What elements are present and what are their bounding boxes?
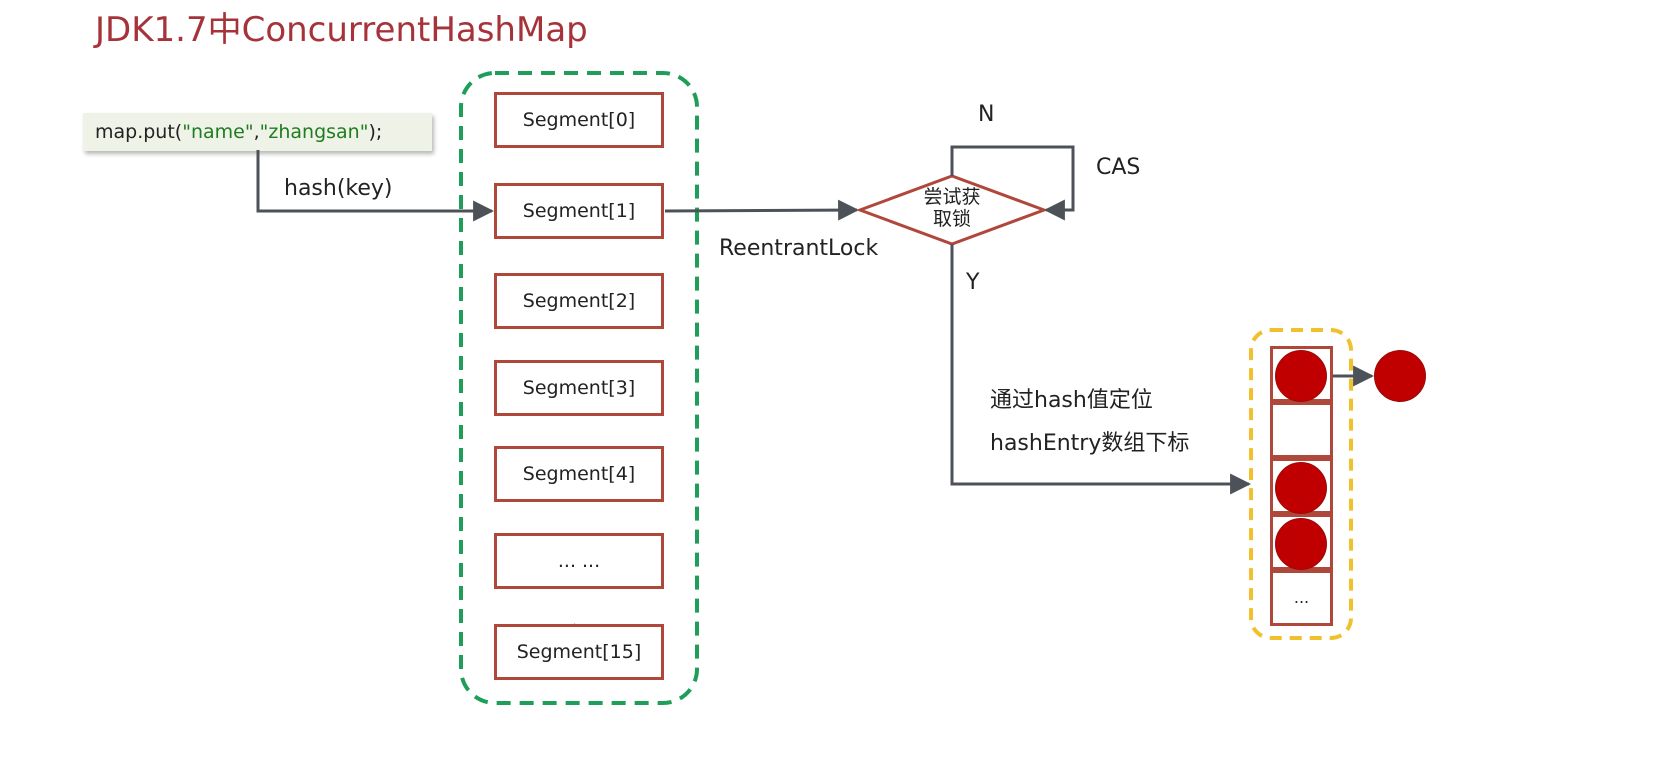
cas-loop-arrow [950,145,1075,221]
hashentry-group-border [1249,328,1353,640]
page-title: JDK1.7中ConcurrentHashMap [95,10,588,50]
locate-label-line2: hashEntry数组下标 [990,431,1190,456]
cas-label: CAS [1096,155,1141,180]
locate-label-line1: 通过hash值定位 [990,388,1153,413]
segment-box-ellipsis: ... ... [494,533,664,589]
hash-arrow [256,150,495,222]
decision-label-line2: 取锁 [932,208,971,230]
hash-key-label: hash(key) [284,176,393,201]
yes-arrow [950,244,1252,495]
segment-box-15: Segment[15] [494,624,664,680]
segment-box-1: Segment[1] [494,183,664,239]
code-comma: , [253,121,260,143]
decision-label: 尝试获 取锁 [905,186,999,230]
decision-label-line1: 尝试获 [923,186,981,208]
yes-label: Y [966,270,980,295]
code-snippet: map.put("name","zhangsan"); [83,113,432,151]
code-prefix: map.put( [95,121,183,143]
no-label: N [978,102,995,127]
segment-group-border [459,71,699,705]
code-suffix: ); [368,121,383,143]
code-value-string: "zhangsan" [259,121,369,143]
segment-box-4: Segment[4] [494,446,664,502]
lock-arrow [664,199,860,221]
segment-box-3: Segment[3] [494,360,664,416]
hashentry-slot-ellipsis: ... [1270,570,1333,626]
entry-node [1275,350,1327,402]
entry-node [1275,518,1327,570]
code-key-string: "name" [182,121,254,143]
hashentry-slot-1 [1270,402,1333,458]
segment-box-2: Segment[2] [494,273,664,329]
entry-node [1275,462,1327,514]
linked-entry-node [1374,350,1426,402]
segment-box-0: Segment[0] [494,92,664,148]
reentrantlock-label: ReentrantLock [719,236,879,261]
